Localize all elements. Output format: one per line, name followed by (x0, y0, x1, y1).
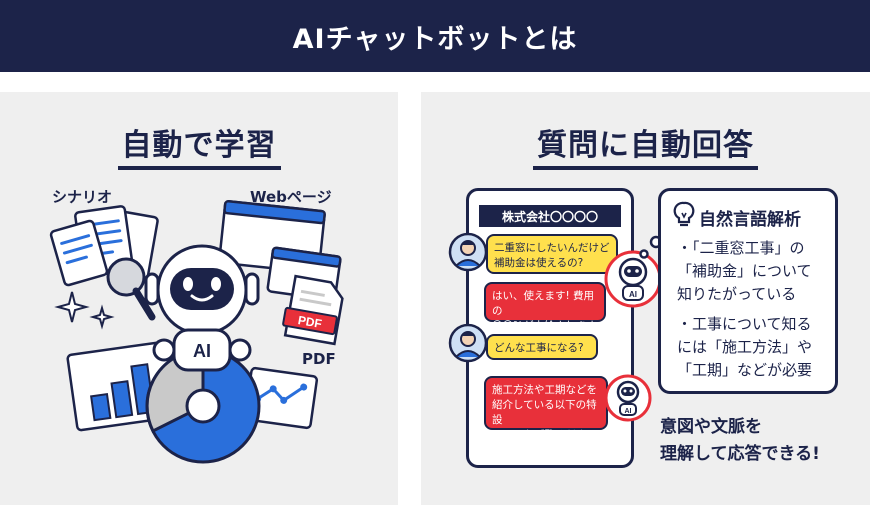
company-name: 株式会社〇〇〇〇 (479, 205, 621, 227)
conclusion-line: 意図や文脈を (660, 417, 762, 437)
nlp-line: 知りたがっている (677, 285, 797, 303)
pdf-label: PDF (302, 350, 336, 368)
magnifier-icon (106, 257, 156, 321)
page-header: AIチャットボットとは (0, 0, 870, 72)
user-avatar-icon (448, 323, 488, 363)
pdf-document-icon: PDF (282, 274, 344, 346)
bot-ai-badge: AI (629, 290, 637, 299)
line-chart-card-icon (243, 366, 319, 430)
nlp-line: 「補助金」について (677, 262, 812, 280)
page-title: AIチャットボットとは (292, 23, 578, 55)
nlp-line: ・「二重窓工事」の (677, 239, 805, 257)
bot-ai-badge: AI (625, 408, 632, 415)
ai-robot-icon: AI (144, 244, 260, 372)
nlp-analysis-box: 自然言語解析 ・「二重窓工事」の 「補助金」について 知りたがっている ・工事に… (658, 188, 838, 394)
pdf-tag: PDF (297, 313, 323, 331)
bot-avatar-icon: AI (604, 374, 652, 422)
answering-title: 質問に自動回答 (421, 120, 870, 170)
nlp-line: ・工事について知る (677, 315, 812, 333)
chat-message-user: 二重窓にしたいんだけど 補助金は使えるの? (486, 234, 618, 274)
user-avatar-icon (448, 232, 488, 272)
nlp-line: には「施工方法」や (677, 338, 813, 356)
learning-title: 自動で学習 (0, 120, 398, 170)
nlp-line: 「工期」などが必要 (677, 361, 813, 379)
scenario-label: シナリオ (52, 188, 113, 206)
chat-message-bot: 施工方法や工期などを 紹介している以下の特設 ページをご覧ください! (484, 376, 608, 456)
lightbulb-icon (673, 201, 695, 227)
webpage-label: Webページ (250, 188, 332, 206)
nlp-title: 自然言語解析 (699, 210, 801, 230)
conclusion-text: 意図や文脈を 理解して応答できる! (660, 414, 820, 468)
chat-message-user: どんな工事になる? (486, 334, 598, 360)
robot-ai-badge: AI (193, 341, 211, 361)
pie-chart-icon (145, 348, 261, 464)
chat-message-bot: はい、使えます! 費用の 〇〇%が支給されます (484, 282, 606, 332)
sparkle-icon (54, 291, 115, 330)
conclusion-line: 理解して応答できる! (660, 444, 820, 464)
